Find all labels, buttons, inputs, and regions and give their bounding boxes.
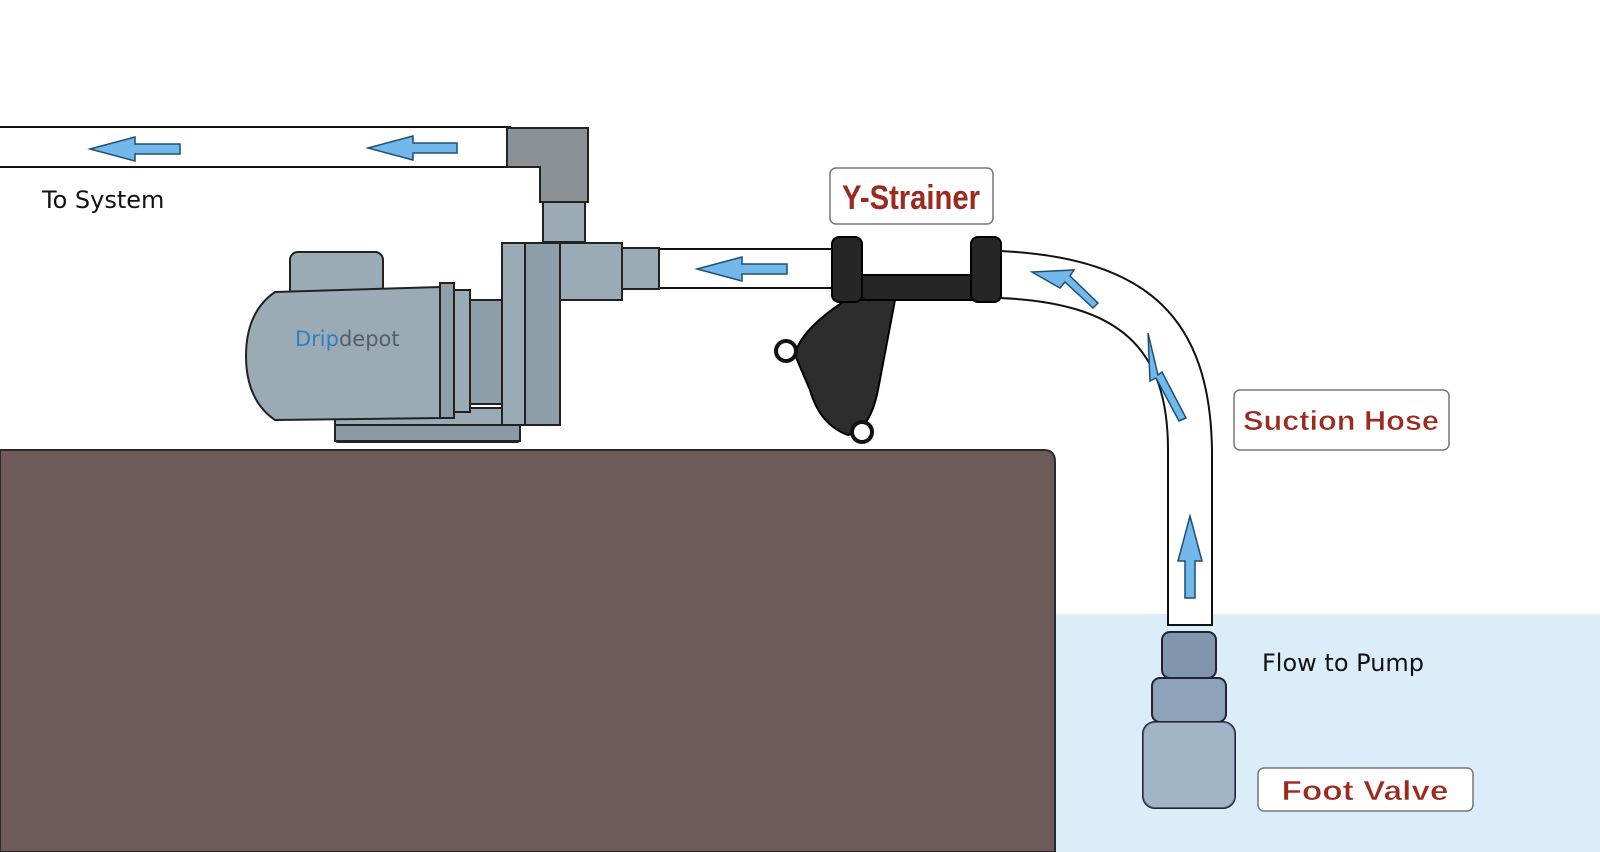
suction-hose-label: Suction Hose (1243, 405, 1439, 436)
water-body (1035, 614, 1600, 852)
flow-arrow-hose-2 (1147, 332, 1188, 422)
foot-valve-label: Foot Valve (1282, 775, 1449, 806)
foot-valve-callout: Foot Valve (1257, 767, 1474, 812)
to-system-label: To System (41, 186, 164, 214)
y-strainer-label: Y-Strainer (842, 179, 980, 217)
brand-logo-suffix: depot (339, 327, 400, 351)
suction-hose-callout: Suction Hose (1233, 389, 1450, 451)
flow-arrow-hose-1 (1029, 269, 1100, 310)
brand-logo: Dripdepot (295, 327, 400, 351)
flow-arrow-hose-3 (1177, 513, 1203, 599)
suction-hose (999, 250, 1213, 626)
y-strainer-lug-left (774, 339, 798, 363)
flow-arrow-discharge-2 (365, 135, 458, 161)
pump-volute (501, 242, 623, 426)
brand-logo-prefix: Drip (295, 327, 339, 351)
y-strainer-outlet-flange (970, 236, 1002, 303)
y-strainer-callout: Y-Strainer (829, 167, 994, 225)
flow-arrow-inlet (694, 256, 788, 282)
y-strainer-inlet-flange (831, 236, 863, 303)
y-strainer-leg (793, 299, 897, 437)
flow-arrow-discharge-1 (87, 136, 181, 162)
pump-motor (244, 285, 441, 422)
y-strainer (774, 236, 1002, 444)
ground-platform (0, 449, 1056, 852)
pump: Dripdepot (244, 242, 660, 443)
discharge-riser (542, 201, 586, 243)
y-strainer-lug-bottom (850, 420, 874, 444)
foot-valve-screen (1142, 721, 1236, 809)
discharge-elbow (506, 127, 589, 203)
discharge-pipe (0, 126, 589, 243)
foot-valve (1142, 631, 1236, 809)
pump-inlet-nozzle (621, 247, 660, 290)
flow-to-pump-label: Flow to Pump (1262, 649, 1424, 677)
